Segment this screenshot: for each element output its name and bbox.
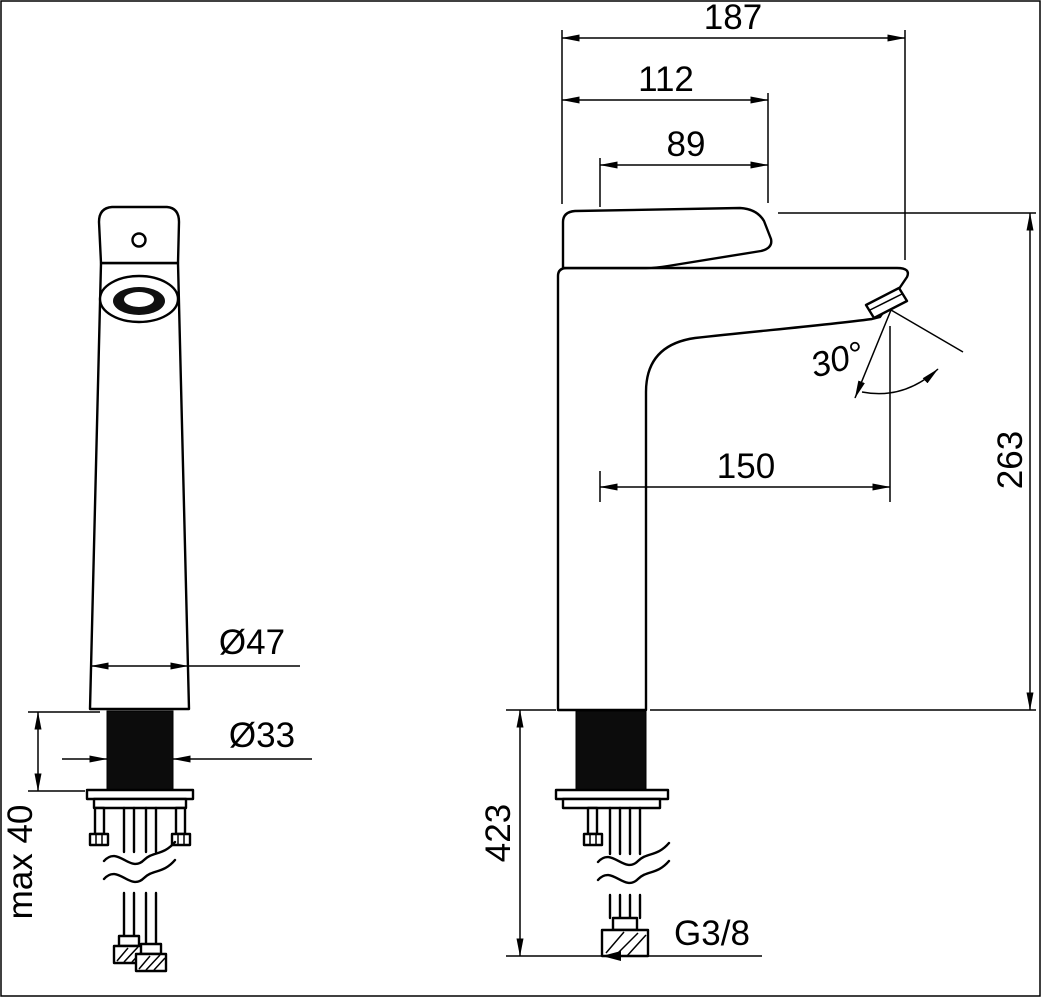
mounting-washer-front-lower: [92, 797, 188, 810]
bolt-nut-right: [170, 832, 192, 847]
bolt-nut-left: [88, 832, 110, 847]
aerator-face-line: [869, 293, 903, 311]
threaded-shank-side: [575, 710, 647, 791]
dim-label-max-deck: max 40: [1, 805, 40, 920]
dim-label-stream-angle: 30°: [806, 334, 867, 385]
supply-hoses-front-lower: [122, 891, 158, 946]
side-view: 30° 187 112 89 150 263: [479, 0, 1036, 961]
stream-direction-line: [854, 309, 892, 399]
bolt-shaft-side: [586, 806, 599, 836]
spout-outlet-front-center: [124, 292, 154, 307]
bolt-shaft-left: [93, 806, 106, 836]
bolt-nut-facets: [95, 834, 185, 845]
dim-label-thread: G3/8: [674, 914, 750, 953]
hose-nut-front-right: [134, 952, 168, 973]
bolt-shaft-right: [174, 806, 187, 836]
supply-hoses-side-upper: [608, 806, 642, 856]
mounting-washer-front-upper: [85, 788, 195, 801]
faucet-body-front: [88, 261, 191, 711]
hose-ferrule-front-left: [117, 934, 141, 948]
supply-hoses-front-upper: [122, 806, 158, 854]
dim-label-overall-projection: 187: [704, 0, 762, 37]
dim-label-handle-length: 89: [667, 125, 706, 164]
bolt-nut-side-facets: [589, 834, 597, 845]
supply-hoses-side-lower: [608, 893, 642, 920]
break-lines-front: [102, 840, 177, 884]
stream-reference-line: [890, 309, 964, 353]
threaded-shank-front: [106, 710, 174, 791]
dim-label-spout-reach: 150: [717, 447, 775, 486]
mounting-washer-side-lower: [561, 797, 662, 810]
dim-label-height-above-deck: 263: [991, 431, 1030, 489]
dim-label-projection-to-handle: 112: [638, 60, 694, 99]
hose-ferrule-side: [611, 916, 639, 932]
dim-label-below-deck-length: 423: [479, 804, 518, 862]
hose-ferrule-front-right: [139, 942, 163, 956]
mounting-bolts-front: [88, 806, 192, 847]
hose-nut-front-right-hatch: [138, 954, 166, 971]
leader-arrow-thread: [602, 951, 621, 961]
break-lines-side: [596, 841, 671, 885]
dim-label-shank-diameter: Ø33: [229, 716, 295, 755]
handle-lever-side: [561, 206, 773, 270]
front-view: Ø47 Ø33 max 40: [1, 205, 312, 973]
dim-label-body-diameter: Ø47: [219, 623, 285, 662]
aerator-side: [864, 286, 909, 320]
mounting-washer-side-upper: [554, 788, 670, 801]
stream-angle-arc: [861, 368, 939, 395]
bolt-nut-side: [582, 832, 604, 847]
handle-screw-hole: [131, 232, 147, 248]
hose-nut-side: [600, 928, 650, 958]
